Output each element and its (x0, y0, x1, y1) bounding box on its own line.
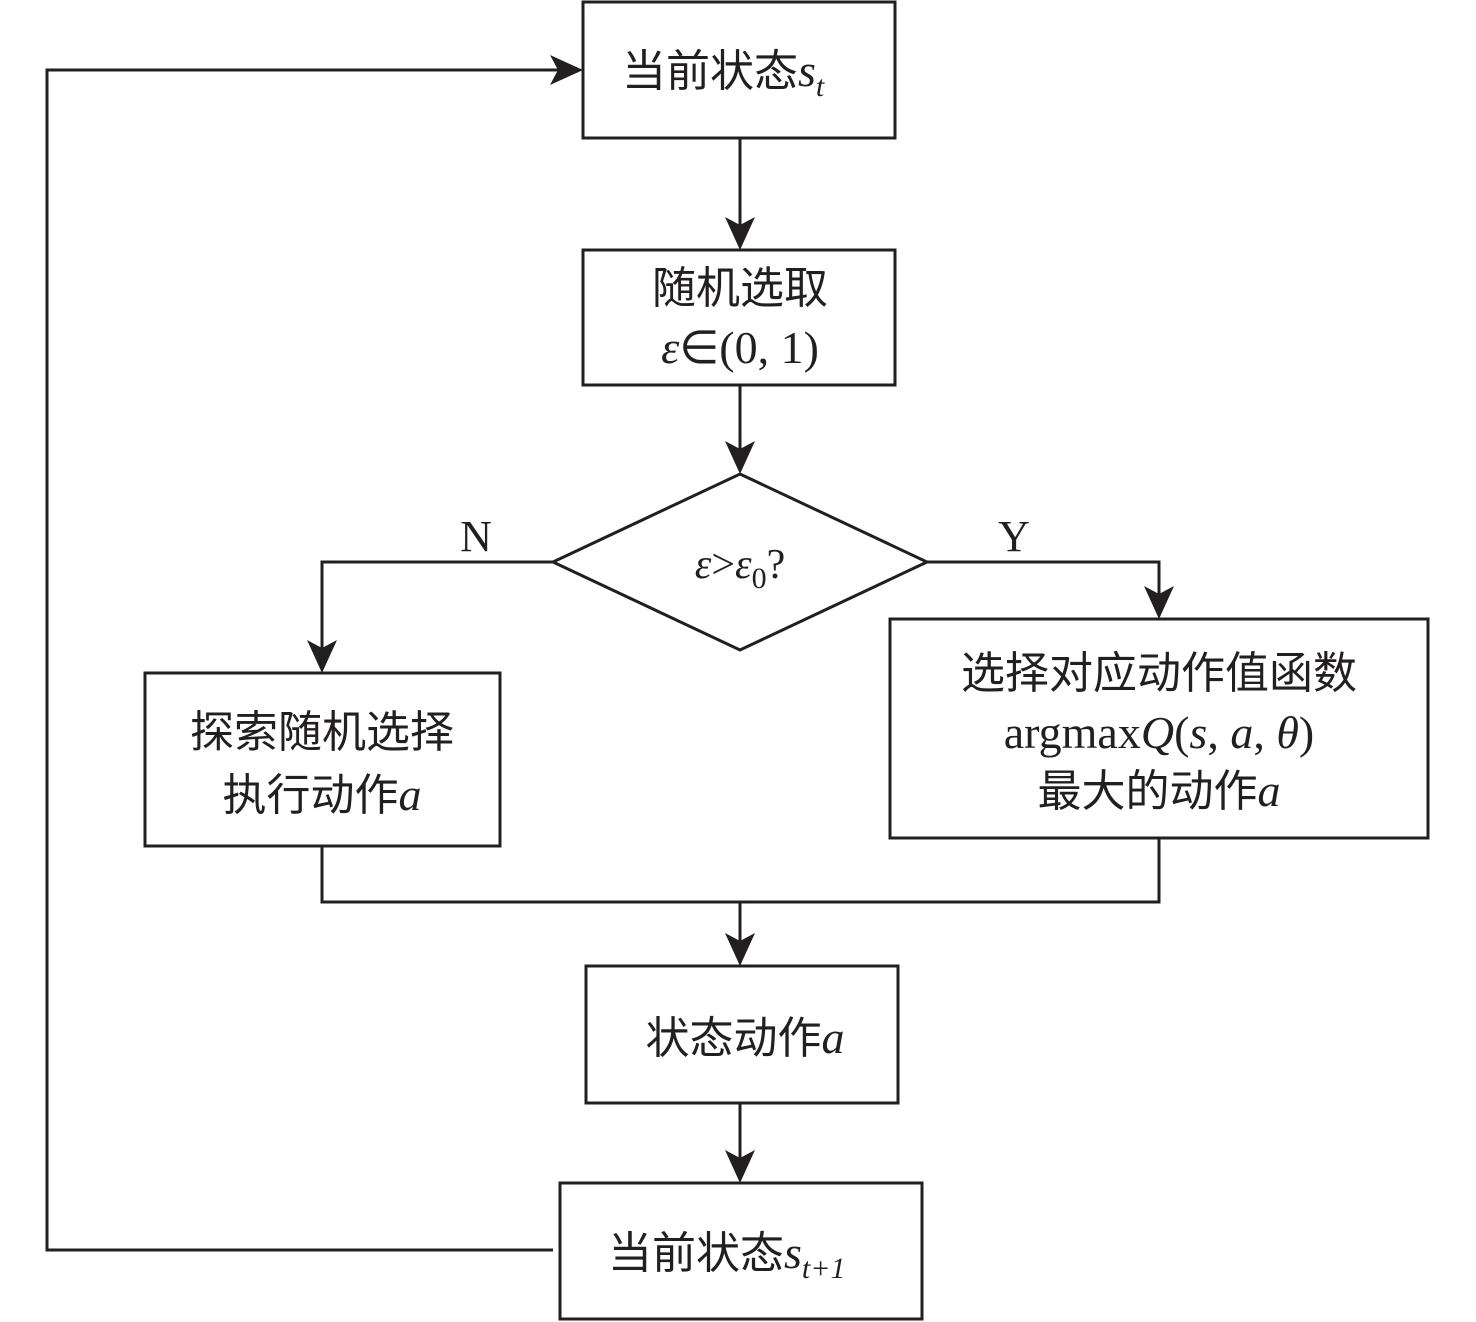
edge-merge-arrowhead (725, 933, 755, 966)
decision-eps: ε (695, 542, 712, 588)
svg-text:当前状态st+1: 当前状态st+1 (608, 1227, 846, 1285)
edge-random-to-decision-arrowhead (725, 441, 755, 474)
svg-text:最大的动作a: 最大的动作a (1038, 765, 1281, 817)
exploit-theta: θ (1276, 707, 1299, 758)
edge-yes-branch (927, 560, 1161, 600)
exploit-Q: Q (1141, 707, 1174, 758)
branch-label-no: N (460, 512, 492, 561)
explore-line1: 探索随机选择 (190, 707, 454, 758)
current-state-label: 当前状态 (622, 46, 798, 97)
decision-sub: 0 (752, 562, 767, 595)
random-select-interval: (0, 1) (719, 322, 819, 373)
exploit-var: a (1258, 765, 1281, 816)
edge-merge-left (320, 846, 740, 904)
svg-text:ε>ε0?: ε>ε0? (695, 542, 785, 595)
exploit-comma1: , (1207, 707, 1230, 758)
node-next-state: 当前状态st+1 (558, 1181, 924, 1321)
edge-merge-right (740, 838, 1161, 904)
node-exploit: 选择对应动作值函数 argmaxQ(s, a, θ) 最大的动作a (888, 617, 1430, 840)
exploit-paren-open: ( (1174, 707, 1189, 758)
loop-back-line (45, 68, 560, 1252)
current-state-var: s (798, 45, 816, 96)
state-action-var: a (822, 1012, 845, 1063)
exploit-comma2: , (1253, 707, 1276, 758)
exploit-s: s (1189, 707, 1207, 758)
state-action-label: 状态动作 (646, 1013, 822, 1064)
next-state-var: s (784, 1227, 802, 1278)
exploit-a: a (1230, 707, 1253, 758)
edge-no-branch (320, 560, 553, 655)
branch-label-yes: Y (998, 512, 1030, 561)
edge-current-to-random-arrowhead (725, 217, 755, 250)
connectors (45, 55, 1174, 1252)
exploit-line3: 最大的动作 (1038, 766, 1258, 817)
node-current-state: 当前状态st (581, 0, 897, 140)
decision-question: ? (767, 542, 786, 588)
exploit-line1: 选择对应动作值函数 (961, 648, 1357, 699)
current-state-sub: t (816, 70, 825, 103)
decision-eps0: ε (735, 542, 752, 588)
node-decision: ε>ε0? (549, 472, 931, 652)
decision-op: > (711, 542, 735, 588)
exploit-fn: argmax (1004, 707, 1141, 758)
svg-text:当前状态st: 当前状态st (622, 45, 825, 103)
edge-yes-branch-arrowhead (1144, 586, 1174, 619)
explore-line2: 执行动作 (223, 770, 399, 821)
edge-state-action-to-next-arrowhead (725, 1150, 755, 1183)
random-select-member: ∈ (679, 322, 719, 373)
svg-text:ε∈(0, 1): ε∈(0, 1) (661, 322, 819, 373)
explore-var: a (399, 769, 422, 820)
node-random-select: 随机选取 ε∈(0, 1) (581, 248, 897, 387)
next-state-sub: t+1 (802, 1252, 846, 1285)
next-state-label: 当前状态 (608, 1228, 784, 1279)
loop-back-arrowhead (550, 55, 583, 85)
random-select-label: 随机选取 (652, 263, 828, 314)
exploit-paren-close: ) (1299, 707, 1314, 758)
svg-text:状态动作a: 状态动作a (646, 1012, 845, 1064)
random-select-eps: ε (661, 322, 680, 373)
svg-text:执行动作a: 执行动作a (223, 769, 422, 821)
edge-no-branch-arrowhead (307, 640, 337, 673)
node-explore: 探索随机选择 执行动作a (143, 671, 502, 848)
svg-text:argmaxQ(s, a, θ): argmaxQ(s, a, θ) (1004, 707, 1315, 758)
node-state-action: 状态动作a (584, 964, 900, 1105)
